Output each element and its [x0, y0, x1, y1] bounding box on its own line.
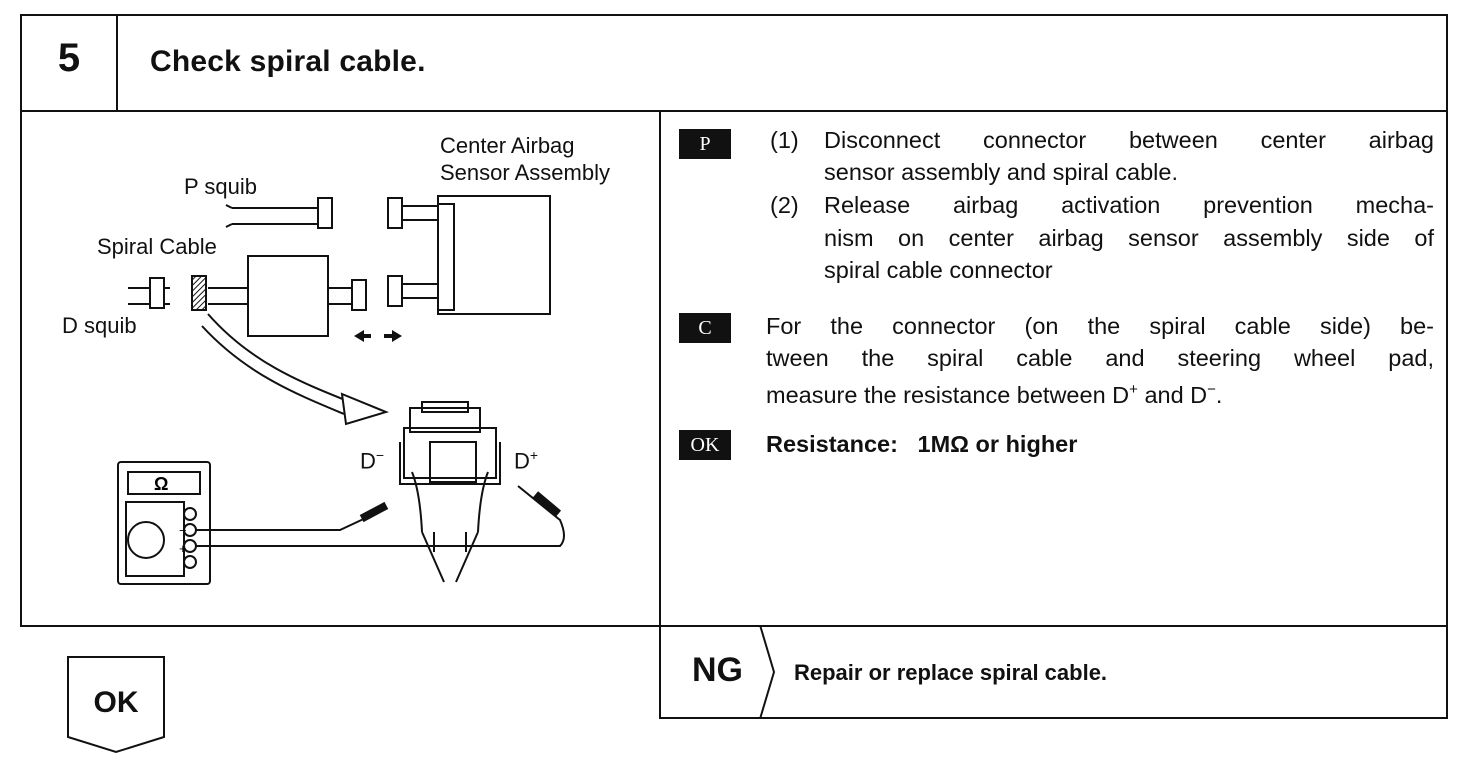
check-badge: C	[679, 313, 731, 343]
spiral-cable-diagram: Ω − +	[117, 195, 565, 585]
label-d-squib: D squib	[62, 313, 137, 338]
prep-badge: P	[679, 129, 731, 159]
ng-result-box	[659, 625, 1448, 719]
label-center-airbag: Center Airbag	[440, 133, 575, 158]
svg-text:−: −	[179, 523, 187, 538]
prep-step-2-num: (2)	[770, 192, 799, 218]
prep-step-2-line-3: spiral cable connector	[824, 257, 1053, 283]
spiral-cable-box	[247, 255, 329, 337]
svg-text:+: +	[179, 541, 187, 556]
prep-step-2-line-1: Release airbag activation prevention mec…	[824, 192, 1434, 218]
step-number-cell	[20, 14, 118, 112]
check-line-2: tween the spiral cable and steering whee…	[766, 345, 1434, 371]
ng-label: NG	[692, 651, 743, 689]
ok-spec-label: Resistance:	[766, 431, 898, 457]
prep-step-1-line-1: Disconnect connector between center airb…	[824, 127, 1434, 153]
label-d-plus: D+	[514, 447, 539, 474]
ng-action: Repair or replace spiral cable.	[794, 660, 1108, 685]
ok-label: OK	[93, 686, 139, 719]
spiral-cable-connector-hatched	[191, 275, 207, 311]
multimeter-icon	[117, 461, 565, 585]
prep-step-1-num: (1)	[770, 127, 799, 153]
step-number: 5	[57, 36, 81, 80]
ok-badge: OK	[679, 430, 731, 460]
check-line-3: measure the resistance between D+ and D−…	[766, 381, 1223, 408]
label-spiral-cable: Spiral Cable	[97, 234, 217, 259]
ok-arrow-icon	[67, 656, 165, 754]
ng-chevron-icon	[759, 625, 776, 719]
ok-spec: Resistance: 1MΩ or higher	[766, 428, 1077, 460]
connector-closeup	[399, 401, 501, 583]
label-p-squib: P squib	[184, 174, 257, 199]
check-line-1: For the connector (on the spiral cable s…	[766, 313, 1434, 339]
column-divider	[659, 110, 661, 718]
label-sensor-assembly: Sensor Assembly	[440, 160, 610, 185]
zoom-arrow-icon	[340, 392, 389, 426]
prep-step-1-line-2: sensor assembly and spiral cable.	[824, 159, 1178, 185]
disconnect-arrow-icon	[354, 330, 402, 342]
prep-step-2-line-2: nism on center airbag sensor assembly si…	[824, 225, 1434, 251]
ohm-symbol: Ω	[154, 474, 168, 494]
ok-spec-value: 1MΩ or higher	[917, 431, 1078, 457]
label-d-minus: D−	[360, 447, 385, 474]
step-title: Check spiral cable.	[150, 45, 426, 78]
